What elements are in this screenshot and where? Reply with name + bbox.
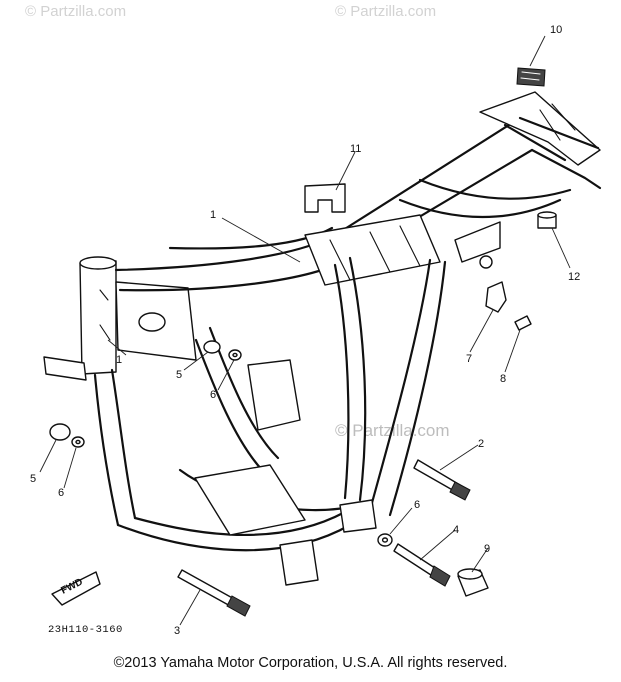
rear-mount-boss — [479, 255, 493, 269]
part-6-washer-lower-left — [71, 436, 85, 448]
diagram-code: 23H110-3160 — [48, 624, 123, 636]
part-9-cap — [457, 568, 489, 597]
callout-6-lower-right: 6 — [414, 499, 420, 511]
callout-2: 2 — [478, 438, 484, 450]
steering-stop-plate — [43, 356, 87, 381]
callout-1-head: 1 — [116, 354, 122, 366]
callout-8: 8 — [500, 373, 506, 385]
part-10-bracket — [516, 67, 546, 87]
watermark-top-left: © Partzilla.com — [25, 3, 127, 20]
engine-mount-plate — [247, 359, 301, 431]
main-frame — [43, 91, 602, 586]
part-3-bolt — [177, 569, 251, 617]
rear-seat-loop — [479, 91, 601, 166]
watermark-top-center: © Partzilla.com — [335, 3, 437, 20]
callouts: 1 1 2 3 4 5 5 6 6 6 7 8 9 10 11 12 — [30, 24, 580, 637]
skid-bracket — [194, 464, 306, 536]
rear-gusset — [454, 221, 501, 263]
frame-drawing: FWD 1 1 2 3 4 5 — [30, 24, 602, 637]
part-4-bolt — [393, 543, 451, 587]
callout-3: 3 — [174, 625, 180, 637]
leader-lines — [39, 35, 571, 626]
rear-engine-mount — [339, 499, 377, 533]
cross-member — [304, 214, 441, 286]
part-6-washer-lower-right — [377, 533, 393, 547]
fwd-arrow: FWD — [51, 571, 101, 606]
callout-9: 9 — [484, 543, 490, 555]
part-12-damper — [537, 211, 557, 229]
part-8-bolt — [514, 315, 532, 331]
callout-6-upper: 6 — [210, 389, 216, 401]
part-7-bracket — [485, 281, 507, 313]
callout-4: 4 — [453, 524, 459, 536]
callout-11: 11 — [350, 143, 361, 155]
callout-5-upper: 5 — [176, 369, 182, 381]
copyright-notice: ©2013 Yamaha Motor Corporation, U.S.A. A… — [113, 655, 508, 671]
part-6-washer-upper — [228, 349, 242, 361]
callout-5-lower: 5 — [30, 473, 36, 485]
part-2-bolt — [413, 459, 471, 501]
steering-head-top — [79, 256, 117, 270]
gusset-hole — [138, 312, 166, 332]
callout-1: 1 — [210, 209, 216, 221]
callout-6-lower-left: 6 — [58, 487, 64, 499]
steering-head — [79, 260, 117, 375]
lower-engine-mount — [279, 539, 319, 586]
part-5-damper-upper — [203, 340, 221, 354]
part-11-bracket — [304, 183, 346, 213]
callout-12: 12 — [568, 271, 580, 283]
callout-10: 10 — [550, 24, 562, 36]
part-5-damper-lower — [49, 423, 71, 441]
callout-7: 7 — [466, 353, 472, 365]
